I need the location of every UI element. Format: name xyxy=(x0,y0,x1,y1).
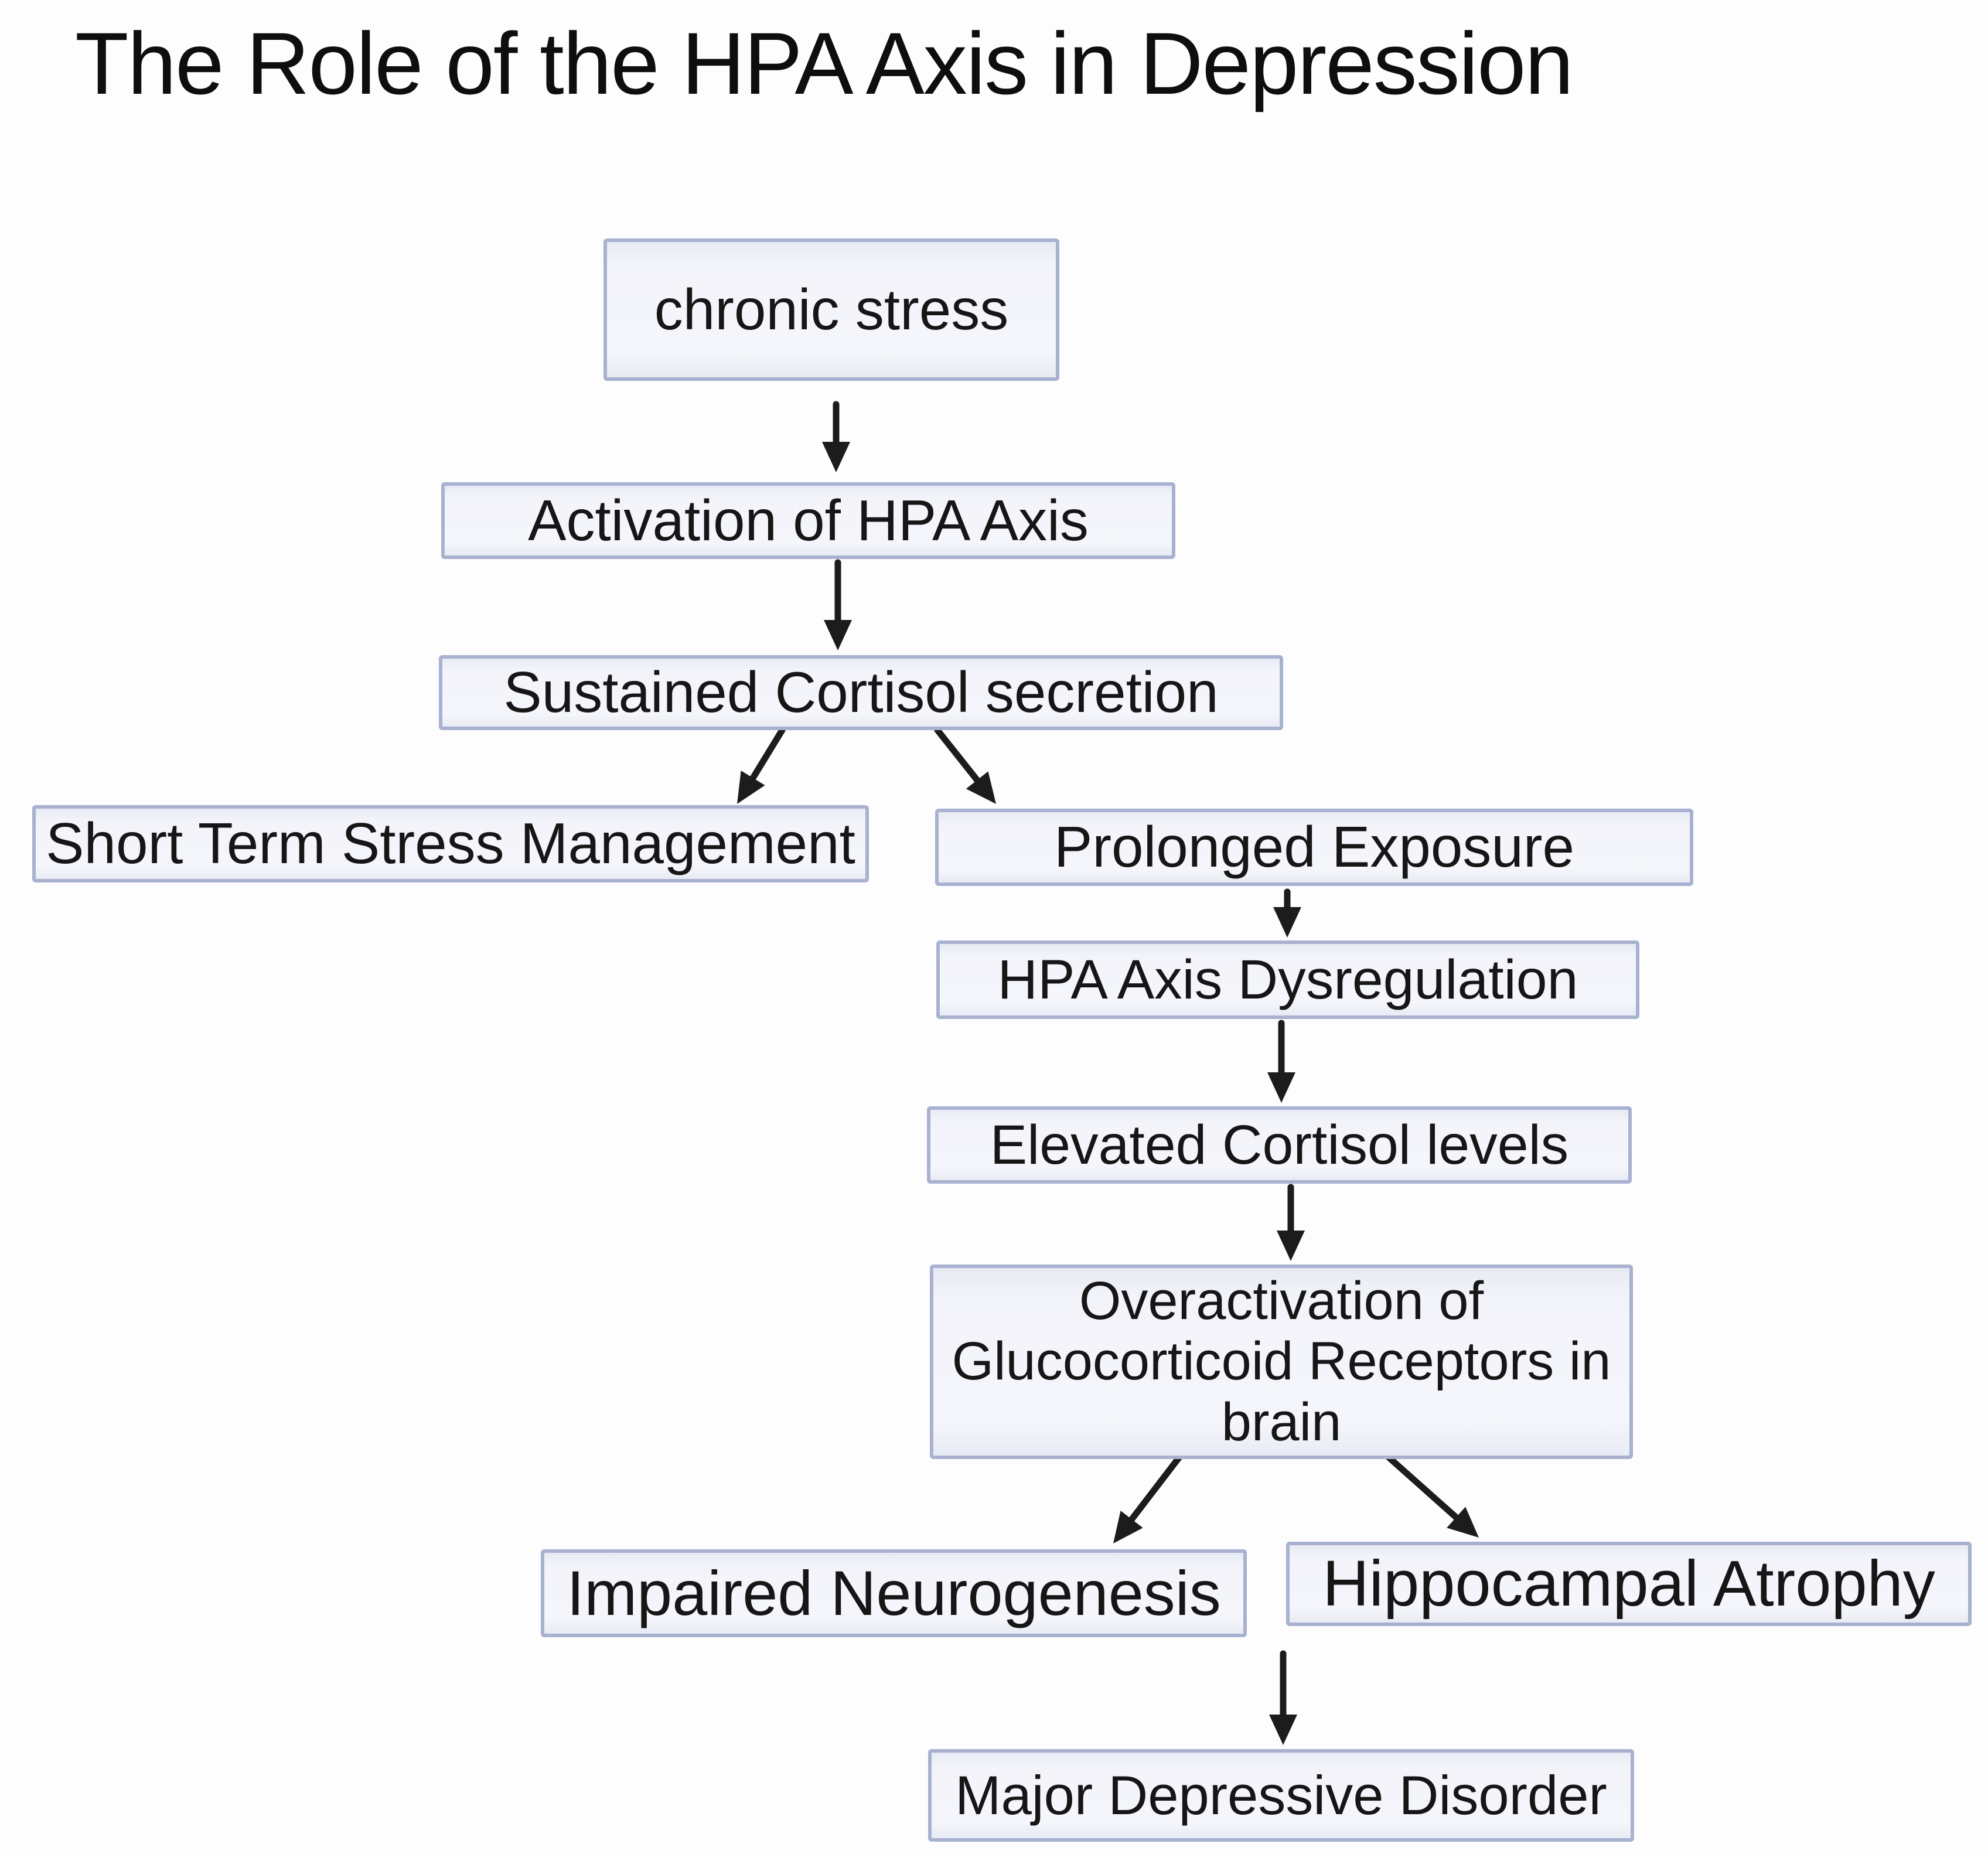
flow-node-label: Hippocampal Atrophy xyxy=(1322,1548,1935,1620)
flow-node-major-depressive-disorder: Major Depressive Disorder xyxy=(928,1749,1634,1842)
flow-node-elevated-cortisol: Elevated Cortisol levels xyxy=(927,1106,1632,1184)
flow-node-label: chronic stress xyxy=(654,277,1009,342)
flow-arrow-dysregulation-to-elevated xyxy=(1267,1020,1295,1103)
flow-node-label: Short Term Stress Management xyxy=(46,811,855,876)
diagram-title: The Role of the HPA Axis in Depression xyxy=(75,14,1574,113)
flow-node-hippocampal-atrophy: Hippocampal Atrophy xyxy=(1286,1542,1972,1626)
flow-node-cortisol-secretion: Sustained Cortisol secretion xyxy=(439,655,1283,730)
flow-arrow-overactivation-to-neurogenesis xyxy=(1113,1450,1186,1543)
flow-arrow-overactivation-to-atrophy xyxy=(1379,1449,1479,1538)
flow-node-gr-overactivation: Overactivation of Glucocorticoid Recepto… xyxy=(930,1265,1633,1459)
flow-node-label: Sustained Cortisol secretion xyxy=(503,660,1219,725)
flow-node-impaired-neurogenesis: Impaired Neurogenesis xyxy=(541,1549,1247,1637)
flow-node-hpa-activation: Activation of HPA Axis xyxy=(441,482,1175,559)
flow-arrow-prolonged-to-dysregulation xyxy=(1273,888,1301,938)
flow-node-label: Overactivation of Glucocorticoid Recepto… xyxy=(952,1271,1611,1452)
flow-arrow-elevated-to-overactivation xyxy=(1277,1184,1305,1261)
flow-node-label: Activation of HPA Axis xyxy=(528,488,1089,553)
flow-node-label: Elevated Cortisol levels xyxy=(990,1113,1569,1176)
flow-arrow-chronic-to-activation xyxy=(822,401,850,472)
flow-node-label: Prolonged Exposure xyxy=(1053,814,1575,880)
flow-node-label: Major Depressive Disorder xyxy=(955,1764,1607,1826)
flow-node-chronic-stress: chronic stress xyxy=(603,238,1059,381)
flow-arrow-activation-to-secretion xyxy=(824,559,852,650)
flow-node-prolonged-exposure: Prolonged Exposure xyxy=(935,809,1693,886)
flow-arrow-atrophy-to-mdd xyxy=(1269,1650,1297,1745)
flow-node-short-term-management: Short Term Stress Management xyxy=(32,805,869,882)
flow-arrow-secretion-to-prolonged xyxy=(934,727,996,804)
flow-node-hpa-dysregulation: HPA Axis Dysregulation xyxy=(936,940,1639,1019)
flow-arrow-secretion-to-short-term xyxy=(737,727,786,804)
flow-node-label: HPA Axis Dysregulation xyxy=(997,948,1578,1011)
flow-node-label: Impaired Neurogenesis xyxy=(567,1557,1221,1628)
